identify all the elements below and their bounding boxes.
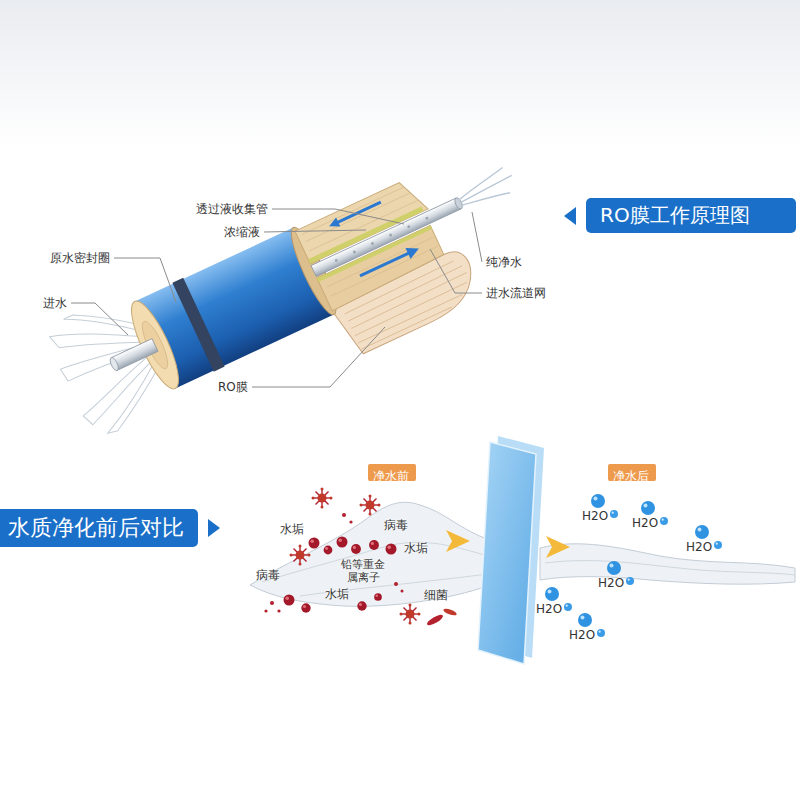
tag-text: 净水前 (373, 469, 409, 484)
banner-text: RO膜工作原理图 (600, 203, 750, 228)
section-banner: 水质净化前后对比 (0, 509, 198, 547)
part-label: RO膜 (218, 380, 248, 394)
molecule-label: H2O (598, 576, 624, 590)
part-label: 原水密封圈 (50, 251, 110, 265)
contaminant-label: 铅等重金 属离子 (338, 558, 388, 584)
contaminant-label: 水垢 (280, 522, 304, 536)
molecule-label: H2O (569, 628, 595, 642)
contaminant-label: 病毒 (256, 568, 280, 582)
molecule-label: H2O (536, 602, 562, 616)
part-label: 进水 (43, 296, 67, 310)
molecule-label: H2O (632, 516, 658, 530)
contaminant-label: 病毒 (384, 518, 408, 532)
part-label: 进水流道网 (486, 286, 546, 300)
part-label: 浓缩液 (224, 225, 260, 239)
molecule-label: H2O (686, 540, 712, 554)
stage-tag: 净水后 (608, 464, 656, 481)
contaminant-label: 水垢 (325, 587, 349, 601)
contaminant-label: 水垢 (404, 541, 428, 555)
tag-text: 净水后 (613, 469, 649, 484)
stage-tag: 净水前 (368, 464, 416, 481)
part-label: 纯净水 (486, 255, 522, 269)
molecule-label: H2O (582, 509, 608, 523)
section-banner: RO膜工作原理图 (586, 198, 796, 233)
part-label: 透过液收集管 (196, 202, 268, 216)
contaminant-label: 细菌 (424, 588, 448, 602)
banner-text: 水质净化前后对比 (8, 514, 184, 542)
